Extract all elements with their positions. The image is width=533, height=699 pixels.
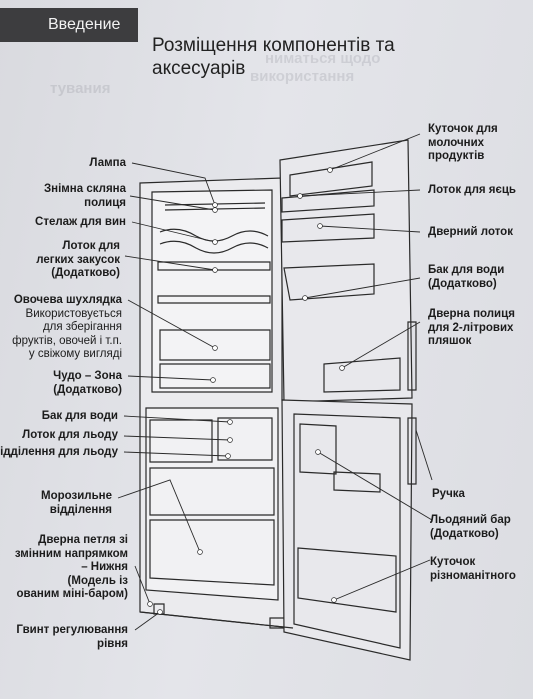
label-door-hinge: Дверна петля зі змінним напрямком – Нижн… <box>14 534 128 600</box>
misc-corner <box>297 547 397 613</box>
label-vegetable-drawer: Овочева шухлядка Використовується для зб… <box>12 294 122 360</box>
label-lamp: Лампа <box>89 157 126 169</box>
door-handle <box>407 321 417 391</box>
fridge-compartment <box>151 189 273 393</box>
label-egg-tray: Лоток для яєць <box>428 184 516 196</box>
label-door-tray: Дверний лоток <box>428 226 513 238</box>
bleed-through-text: ниматься щодо <box>265 50 381 67</box>
shelf-3 <box>157 261 271 271</box>
leader-dairy <box>329 133 421 171</box>
freezer-drawer-1 <box>149 467 275 516</box>
leader-door-tray <box>319 225 421 233</box>
ice-bar-door <box>333 471 381 493</box>
label-freezer: Морозильне відділення <box>40 490 112 516</box>
page-title: Розміщення компонентів та аксесуарів <box>152 35 395 79</box>
wonder-zone-drawer <box>159 363 271 389</box>
bleed-through-text: тувания <box>50 80 111 97</box>
freezer-drawer-2 <box>149 519 275 586</box>
shelf-4 <box>157 295 271 304</box>
upper-door <box>279 139 413 403</box>
label-dairy-corner: Куточок для молочних продуктів <box>428 123 498 162</box>
leader-wine-rack <box>131 221 216 243</box>
bleed-through-text: використання <box>250 68 355 85</box>
leader-freezer <box>117 479 201 553</box>
dairy-corner <box>289 161 373 197</box>
leader-level-screw <box>134 611 161 631</box>
lower-door <box>281 399 413 661</box>
leader-handle <box>415 429 433 481</box>
door-water-tank <box>283 263 375 301</box>
label-leveling-screw: Гвинт регулювання рівня <box>16 624 128 650</box>
leader-snack-tray <box>124 255 216 271</box>
lower-handle <box>407 417 417 485</box>
ice-maker <box>217 417 273 461</box>
leader-water-door <box>304 277 421 299</box>
lower-door-inner <box>293 413 401 649</box>
label-ice-bar: Льодяний бар (Додатково) <box>430 514 511 540</box>
section-tab: Введение <box>0 8 138 42</box>
leader-wonder-zone <box>127 375 214 381</box>
label-misc-corner: Куточок різноманітного <box>430 556 516 582</box>
label-bottle-shelf: Дверна полиця для 2-літрових пляшок <box>428 308 515 347</box>
leader-veg-drawer <box>127 299 216 349</box>
label-water-tank: Бак для води <box>41 410 118 422</box>
leader-egg <box>299 189 421 197</box>
label-wonder-zone: Чудо – Зона (Додатково) <box>53 370 122 396</box>
label-wine-rack: Стелаж для вин <box>35 216 126 228</box>
vegetable-drawer <box>159 329 271 361</box>
bottle-door-shelf <box>323 357 401 393</box>
freezer-compartment <box>145 407 279 601</box>
label-handle: Ручка <box>432 488 465 500</box>
leader-misc-corner <box>333 559 431 601</box>
leader-ice-compartment <box>123 451 229 457</box>
label-ice-compartment: ідділення для льоду <box>0 446 118 458</box>
ice-bar <box>299 423 337 475</box>
leader-lamp <box>131 162 216 206</box>
label-door-water-tank: Бак для води (Додатково) <box>428 264 505 290</box>
leader-water-tank <box>123 415 231 423</box>
lower-hinge <box>139 611 294 629</box>
egg-tray <box>281 189 375 213</box>
leader-bottle-shelf <box>341 321 421 369</box>
leader-hinge <box>134 565 151 605</box>
label-ice-tray: Лоток для льоду <box>22 429 118 441</box>
leader-ice-tray <box>123 435 231 441</box>
label-snack-tray: Лоток для легких закусок (Додатково) <box>36 240 120 279</box>
door-tray <box>281 213 375 243</box>
label-glass-shelf: Знімна скляна полиця <box>43 183 126 209</box>
leader-glass-shelf <box>129 195 216 211</box>
leader-ice-bar <box>317 451 433 521</box>
